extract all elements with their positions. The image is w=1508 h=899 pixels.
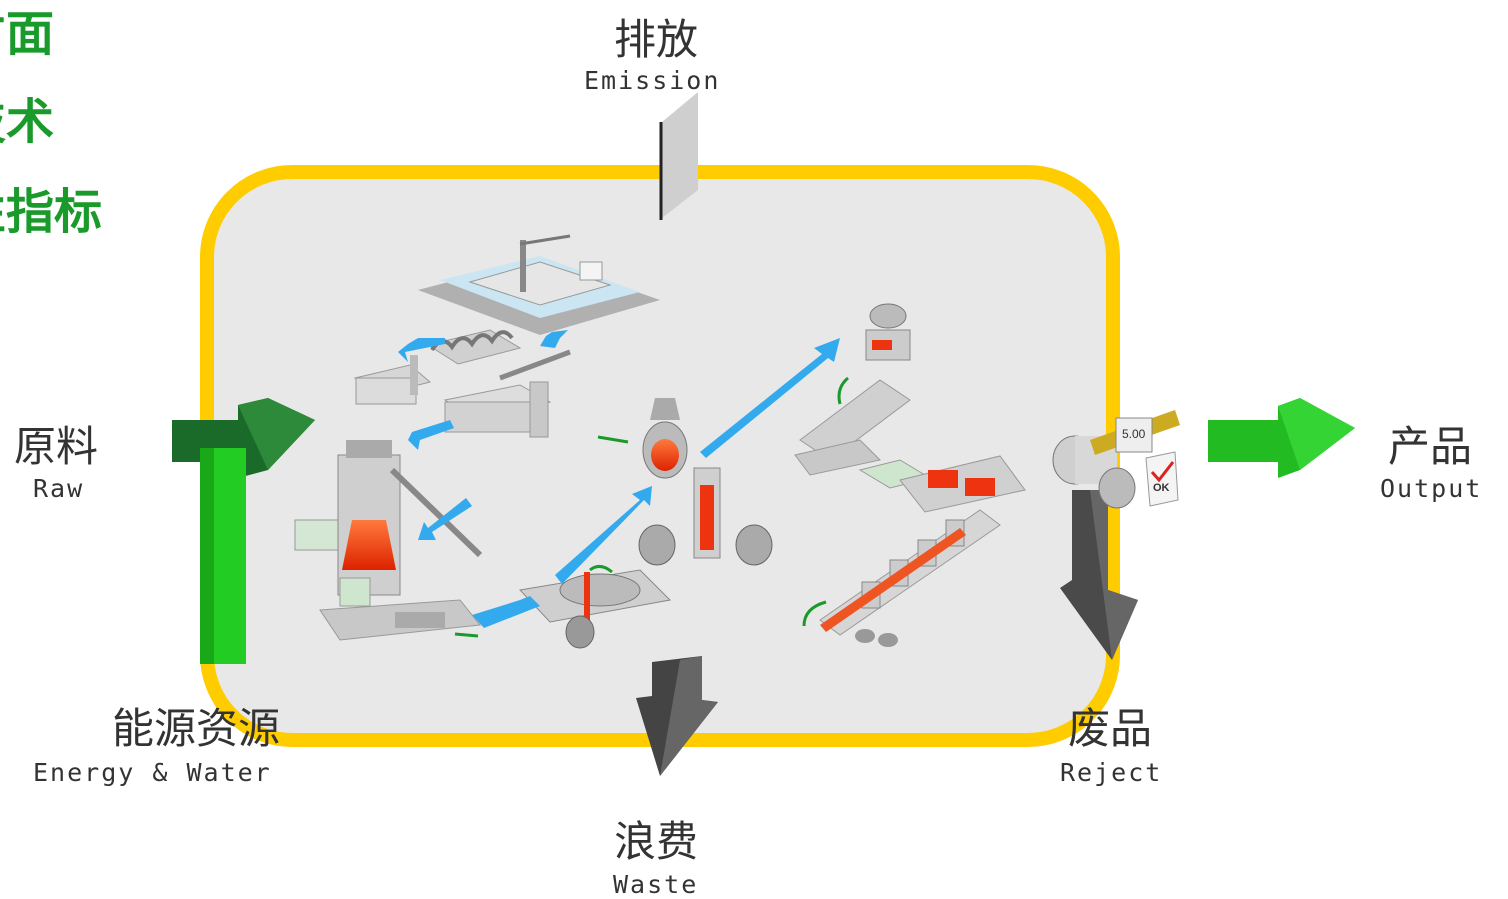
rolling-stands-icon	[819, 509, 1001, 647]
waste-arrow-icon	[636, 656, 718, 776]
flow-arrow-ore	[398, 338, 445, 362]
energy-label-cn: 能源资源	[112, 704, 281, 753]
heading-line-1: 方面	[0, 6, 55, 62]
emission-chimney-icon	[659, 92, 698, 220]
ore-yard-icon	[353, 329, 522, 405]
flow-arrow-ship	[540, 330, 568, 348]
flow-arrow-ladle-to-bof	[555, 486, 652, 584]
waste-label-cn: 浪费	[614, 817, 699, 866]
flow-arrow-misc	[408, 420, 454, 450]
flow-arrow-to-bf	[418, 498, 472, 540]
reject-arrow-icon	[1060, 490, 1138, 660]
emission-label-en: Emission	[584, 66, 721, 95]
process-arrow-3	[837, 376, 850, 405]
hot-rolling-mill-icon	[794, 303, 911, 476]
quality-check-icon	[1115, 417, 1179, 507]
process-arrow-4	[802, 600, 827, 627]
reject-label-en: Reject	[1060, 758, 1163, 787]
raw-label-cn: 原料	[14, 422, 99, 471]
process-arrow-5	[589, 565, 613, 574]
waste-label-en: Waste	[613, 870, 699, 899]
flow-arrow-to-hot-mill	[700, 338, 840, 458]
heading-line-2: 技术	[0, 94, 55, 150]
coke-oven-icon	[443, 349, 571, 438]
output-arrow-icon	[1208, 398, 1355, 478]
energy-water-arrow-icon	[200, 448, 246, 664]
raw-label-en: Raw	[33, 474, 85, 503]
ladle-caster-icon	[638, 467, 773, 566]
converter-icon	[642, 398, 688, 479]
output-label-en: Output	[1380, 474, 1483, 503]
ok-stamp: OK	[1153, 482, 1170, 494]
blast-furnace-icon	[294, 440, 483, 641]
price-badge: 5.00	[1122, 427, 1146, 441]
energy-label-en: Energy & Water	[33, 758, 272, 787]
ship-port-icon	[418, 234, 660, 335]
flow-arrows	[398, 330, 840, 628]
emission-label-cn: 排放	[614, 15, 699, 64]
process-arrow-2	[454, 632, 479, 638]
product-coil-icon	[1052, 410, 1180, 509]
process-arrows-green	[454, 376, 850, 638]
process-arrow-1	[597, 435, 629, 444]
reject-label-cn: 废品	[1068, 704, 1153, 753]
ladle-furnace-icon	[518, 569, 672, 649]
flow-arrow-bf-to-ladle	[472, 596, 540, 628]
heading-line-3: 性指标	[0, 184, 103, 240]
output-label-cn: 产品	[1388, 422, 1473, 471]
reheating-furnace-icon	[858, 455, 1026, 513]
